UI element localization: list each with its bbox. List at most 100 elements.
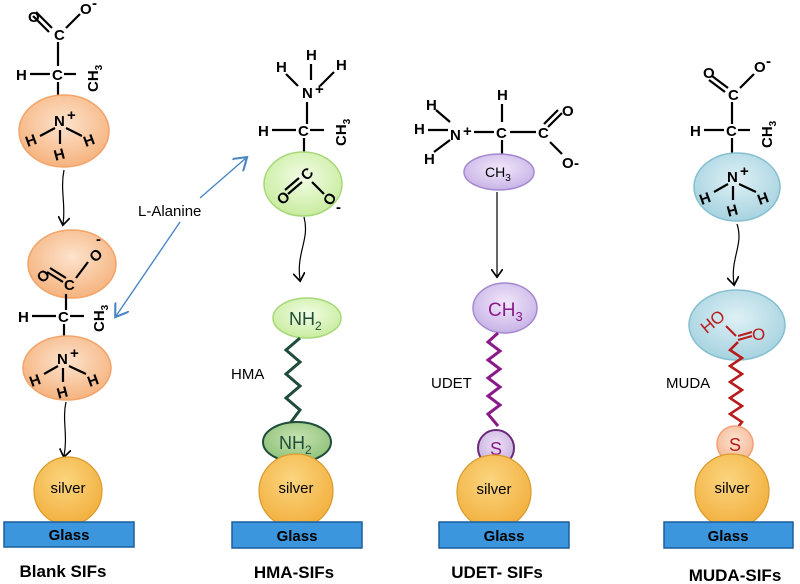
- caption-hma-sifs: HMA-SIFs: [254, 563, 334, 582]
- minus-charge: -: [92, 0, 97, 12]
- atom-c: C: [496, 125, 507, 142]
- carboxyl-ellipse: [27, 229, 117, 299]
- atom-n: N: [57, 351, 68, 368]
- muda-chain: [727, 341, 745, 433]
- udet-label: UDET: [431, 375, 472, 392]
- alanine-label: L-Alanine: [138, 203, 201, 220]
- glass-label: Glass: [277, 528, 318, 545]
- atom-h: H: [336, 57, 347, 74]
- glass-label: Glass: [708, 528, 749, 545]
- glass-label: Glass: [484, 528, 525, 545]
- glass-slide: [663, 521, 794, 549]
- atom-o: O: [80, 1, 92, 18]
- udet-sifs-column: H H H N + H C C O O - CH3 CH3 UD: [414, 87, 579, 582]
- nh2-label: NH2: [279, 433, 312, 457]
- hma-sifs-column: H H H N + H C CH3 O C O -: [231, 47, 363, 582]
- glass-slide: [231, 521, 363, 549]
- atom-h: H: [497, 87, 508, 104]
- atom-c: C: [728, 87, 739, 104]
- hma-chain: [283, 336, 303, 427]
- alanine-label-group: L-Alanine: [116, 158, 246, 316]
- glass-label: Glass: [49, 527, 90, 544]
- atom-c: C: [298, 123, 309, 140]
- silver-label: silver: [278, 480, 313, 497]
- atom-n: N: [54, 113, 65, 130]
- atom-o: O: [562, 103, 574, 120]
- plus-charge: +: [67, 107, 76, 124]
- caption-blank-sifs: Blank SIFs: [20, 562, 107, 581]
- ch3-label: CH3: [759, 120, 779, 148]
- down-arrow: [733, 223, 739, 284]
- amine-ellipse: [18, 94, 110, 168]
- methyl-ellipse: [463, 153, 535, 191]
- atom-h: H: [426, 97, 437, 114]
- methyl-end-ellipse: [472, 282, 538, 334]
- atom-h: H: [16, 67, 27, 84]
- carbonyl-o-label: O: [752, 325, 765, 344]
- atom-h: H: [276, 59, 287, 76]
- minus-charge: -: [96, 231, 101, 248]
- atom-c: C: [54, 27, 65, 44]
- ch3-label: CH3: [91, 304, 111, 332]
- atom-c: C: [64, 277, 75, 294]
- amine-ellipse: [22, 335, 112, 401]
- top-carboxylate: O C O - H C CH3: [16, 0, 105, 104]
- atom-h: H: [55, 384, 70, 403]
- glass-slide: [3, 521, 135, 548]
- down-arrow: [63, 169, 64, 224]
- atom-o: O: [562, 155, 574, 172]
- ammonium-group: N + H H H: [23, 107, 97, 165]
- plus-charge: +: [70, 345, 79, 362]
- ch3-label: CH3: [333, 118, 353, 146]
- glass-slide: [438, 521, 570, 549]
- atom-h: H: [690, 123, 701, 140]
- blank-sifs-column: O C O - H C CH3 N + H H H: [3, 0, 135, 581]
- atom-h: H: [306, 47, 317, 64]
- atom-c: C: [726, 123, 737, 140]
- minus-charge: -: [574, 155, 579, 172]
- muda-sifs-column: O C O - H C CH3 N + H H H: [663, 53, 794, 584]
- alanine-horizontal: H H H N + H C C O O -: [414, 87, 579, 172]
- atom-n: N: [302, 85, 313, 102]
- minus-charge: -: [766, 53, 771, 70]
- plus-charge: +: [315, 81, 324, 98]
- nh2-label: NH2: [289, 309, 322, 333]
- atom-h: H: [258, 123, 269, 140]
- atom-h: H: [414, 121, 425, 138]
- plus-charge: +: [463, 123, 472, 140]
- atom-n: N: [450, 127, 461, 144]
- ammonium-top: H H H N + H C CH3: [258, 47, 353, 160]
- down-arrow: [64, 401, 66, 456]
- silver-label: silver: [50, 480, 85, 497]
- minus-charge: -: [336, 199, 341, 216]
- atom-h: H: [18, 309, 29, 326]
- udet-chain: [485, 331, 503, 427]
- atom-h: H: [52, 146, 67, 165]
- blue-arrow-down: [116, 221, 181, 316]
- ch3-label: CH3: [485, 164, 511, 184]
- carboxyl-ellipse: [263, 151, 343, 217]
- atom-c: C: [58, 309, 69, 326]
- atom-c: C: [538, 125, 549, 142]
- caption-muda-sifs: MUDA-SIFs: [689, 566, 782, 584]
- atom-o: O: [703, 65, 715, 82]
- amine-ellipse: [693, 152, 781, 222]
- caption-udet-sifs: UDET- SIFs: [451, 563, 543, 582]
- silver-label: silver: [476, 481, 511, 498]
- ch3-label: CH3: [85, 64, 105, 92]
- atom-h: H: [424, 151, 435, 168]
- sulfur-label: S: [729, 435, 741, 455]
- plus-charge: +: [740, 163, 749, 180]
- blue-arrow-up: [199, 158, 246, 199]
- muda-label: MUDA: [666, 375, 710, 392]
- hma-label: HMA: [231, 366, 264, 383]
- atom-h: H: [725, 202, 740, 221]
- silver-label: silver: [714, 480, 749, 497]
- ch3-label: CH3: [488, 300, 523, 324]
- down-arrow: [299, 216, 307, 280]
- amine-end-ellipse: [272, 297, 342, 339]
- sulfur-label: S: [490, 439, 502, 459]
- atom-n: N: [727, 169, 738, 186]
- top-carboxylate: O C O - H C CH3: [690, 53, 779, 160]
